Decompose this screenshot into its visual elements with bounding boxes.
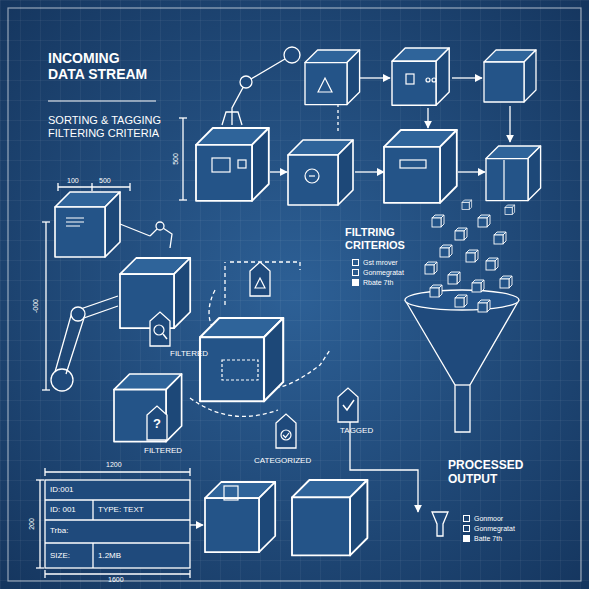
dimension: 1600	[108, 576, 124, 584]
legend-swatch	[463, 515, 470, 522]
section-heading: FILTRING CRITERIOS	[345, 226, 430, 251]
dimension: 500	[99, 177, 111, 185]
legend-text: Gst mrover	[363, 259, 398, 266]
legend-item: Rbate 7th	[352, 279, 393, 286]
table-cell: SIZE:	[50, 551, 70, 560]
dimension: 500	[172, 153, 180, 165]
legend-swatch	[352, 259, 359, 266]
legend-item: Gonmoor	[463, 515, 503, 522]
legend-text: Batte 7th	[474, 535, 502, 542]
legend-swatch	[352, 269, 359, 276]
legend-swatch	[352, 279, 359, 286]
dimension: 1200	[106, 461, 122, 469]
legend-text: Gonmegratat	[474, 525, 515, 532]
legend-text: Gonmegratat	[363, 269, 404, 276]
table-cell: 1.2MB	[98, 551, 121, 560]
sub-heading: SORTING & TAGGING FILTERING CRITERIA	[48, 114, 173, 139]
diagram-title: INCOMING DATA STREAM	[48, 50, 158, 82]
status-label: TAGGED	[340, 426, 373, 435]
dimension: -000	[32, 299, 40, 313]
table-cell: ID:001	[50, 485, 74, 494]
legend-text: Rbate 7th	[363, 279, 393, 286]
status-label: FILTERED	[170, 349, 208, 358]
legend-item: Batte 7th	[463, 535, 502, 542]
legend-text: Gonmoor	[474, 515, 503, 522]
status-label: FILTERED	[144, 446, 182, 455]
table-cell: ID: 001	[50, 505, 76, 514]
legend-swatch	[463, 525, 470, 532]
legend-item: Gonmegratat	[352, 269, 404, 276]
legend-swatch	[463, 535, 470, 542]
dimension: 200	[28, 518, 36, 530]
table-cell: Trba:	[50, 526, 68, 535]
dimension: 100	[67, 177, 79, 185]
status-label: CATEGORIZED	[254, 456, 311, 465]
tag-symbol: ?	[153, 417, 161, 432]
output-heading: PROCESSED OUTPUT	[448, 459, 543, 487]
legend-item: Gonmegratat	[463, 525, 515, 532]
legend-item: Gst mrover	[352, 259, 398, 266]
table-cell: TYPE: TEXT	[98, 505, 144, 514]
